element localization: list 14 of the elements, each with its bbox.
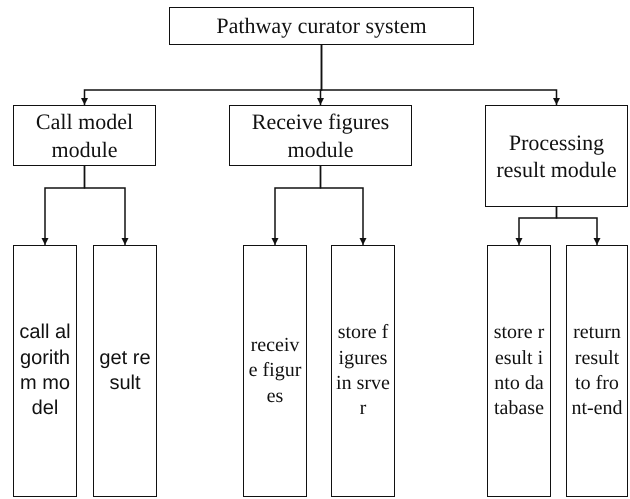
task-box: store result into database [487, 245, 551, 497]
arrow [320, 166, 366, 245]
arrow [84, 166, 128, 245]
module-box: Pathway curator system [169, 7, 474, 45]
arrow [320, 45, 560, 105]
module-box: Processing result module [485, 105, 628, 207]
task-box: get result [93, 245, 157, 497]
arrow [556, 207, 600, 245]
task-box: return result to front-end [566, 245, 628, 497]
module-box: Receive figures module [229, 105, 412, 166]
task-box: store figures in srver [331, 245, 395, 497]
task-box: receive figures [243, 245, 307, 497]
module-box: Call model module [13, 105, 156, 166]
task-box: call algorithm model [13, 245, 77, 497]
